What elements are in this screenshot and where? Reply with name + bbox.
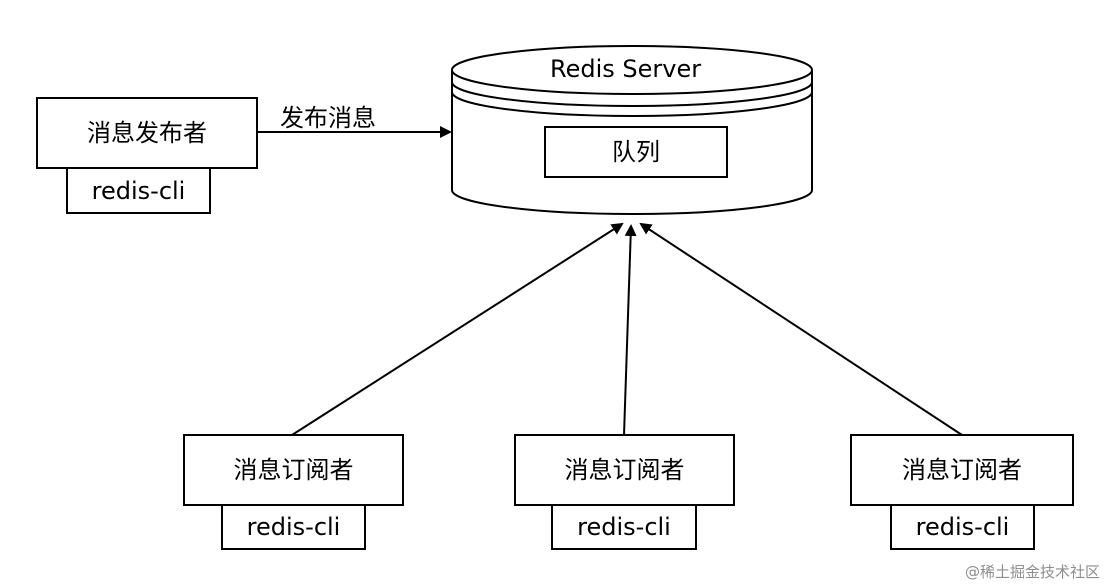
publisher-box: 消息发布者	[36, 97, 258, 169]
subscriber-1-redis-cli-box: redis-cli	[221, 506, 366, 550]
subscriber-arrow-middle	[623, 224, 637, 436]
subscriber-box-1: 消息订阅者	[183, 434, 404, 506]
subscriber-arrow-left	[291, 222, 624, 436]
subscriber-box-2: 消息订阅者	[514, 434, 735, 506]
queue-box: 队列	[544, 126, 728, 178]
watermark-text: @稀土掘金技术社区	[964, 563, 1100, 581]
subscriber-2-redis-cli-box: redis-cli	[551, 506, 697, 550]
redis-server-title: Redis Server	[550, 55, 702, 83]
subscriber-arrow-right	[639, 222, 963, 436]
publisher-redis-cli-box: redis-cli	[66, 169, 211, 214]
subscriber-box-3: 消息订阅者	[850, 434, 1074, 506]
publish-message-label: 发布消息	[280, 104, 376, 132]
subscriber-3-redis-cli-box: redis-cli	[890, 506, 1035, 550]
